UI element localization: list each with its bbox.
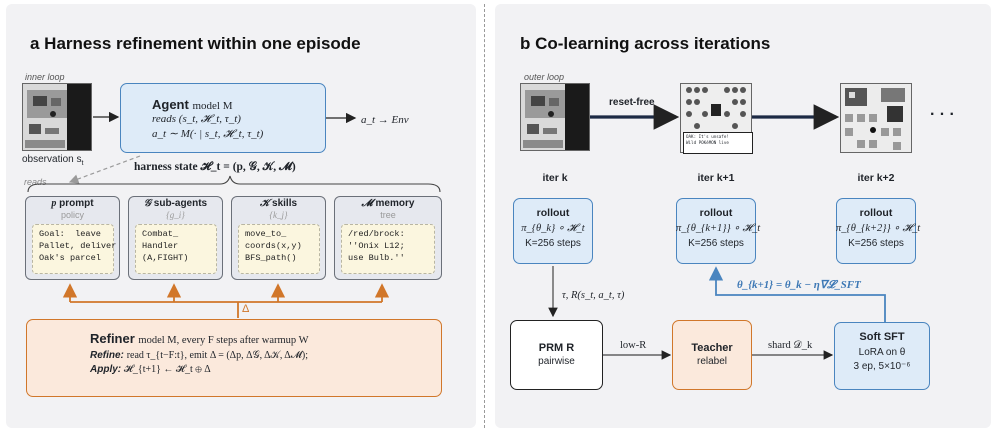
ellipsis: · · · xyxy=(930,106,955,123)
prm-box xyxy=(510,320,603,390)
teacher-sub: relabel xyxy=(696,356,728,367)
refiner-apply-line: Apply: 𝓗_{t+1} ← 𝓗_t ⊕ Δ xyxy=(90,364,211,375)
rollout-policy-k1: π_{θ_{k+1}} ∘ 𝓗_t xyxy=(676,223,761,234)
rollout-policy-k2: π_{θ_{k+2}} ∘ 𝓗_t xyxy=(836,223,921,234)
refiner-title: Refiner model M, every F steps after war… xyxy=(90,331,309,346)
harness-state-label: harness state 𝓗_t = (p, 𝒢, 𝒦, 𝓜) xyxy=(134,161,296,173)
prm-title: PRM R xyxy=(538,342,575,354)
panel-divider xyxy=(484,4,485,428)
slot-subagents-header: 𝒢 sub-agents xyxy=(143,198,208,209)
soft-sft-line2: 3 ep, 5×10⁻⁶ xyxy=(853,361,911,372)
refiner-box xyxy=(26,319,442,397)
slot-subagents-sub: {g_i} xyxy=(166,210,185,220)
slot-prompt-header: p prompt xyxy=(51,198,94,209)
rollout-steps-k2: K=256 steps xyxy=(848,238,904,249)
rollout-policy-k: π_{θ_k} ∘ 𝓗_t xyxy=(521,223,585,234)
agent-title: Agent model M xyxy=(152,97,233,112)
inner-loop-label: inner loop xyxy=(25,72,65,82)
iter-label-k1: iter k+1 xyxy=(697,172,735,184)
reset-free-label: reset-free xyxy=(609,97,655,108)
soft-sft-box xyxy=(834,322,930,390)
rollout-steps-k: K=256 steps xyxy=(525,238,581,249)
rollout-title-k2: rollout xyxy=(859,207,893,219)
prm-sub: pairwise xyxy=(538,356,575,367)
slot-subagents-content: Combat_ Handler (A,FIGHT) xyxy=(135,224,217,274)
panel-b-title: b Co-learning across iterations xyxy=(520,34,771,53)
low-r-label: low-R xyxy=(620,340,647,351)
panel-a-title: a Harness refinement within one episode xyxy=(30,34,361,53)
trajectory-reward-label: τ, R(s_t, a_t, τ) xyxy=(562,290,625,301)
action-output-label: a_t → Env xyxy=(361,114,409,126)
agent-box xyxy=(120,83,326,153)
iter-label-k2: iter k+2 xyxy=(857,172,895,184)
teacher-box xyxy=(672,320,752,390)
iter-label-k: iter k xyxy=(542,172,568,184)
teacher-title: Teacher xyxy=(691,342,733,354)
slot-prompt-content: Goal: leave Pallet, deliver Oak's parcel xyxy=(32,224,116,274)
shard-label: shard 𝒟_k xyxy=(768,340,813,351)
slot-prompt-sub: policy xyxy=(60,210,84,220)
outer-loop-label: outer loop xyxy=(524,72,565,82)
rollout-box-k2 xyxy=(836,198,916,264)
soft-sft-title: Soft SFT xyxy=(859,331,905,343)
rollout-title-k: rollout xyxy=(536,207,570,219)
observation-subscript: t xyxy=(81,160,84,167)
game-screenshot-inner xyxy=(22,83,92,151)
slot-memory-sub: tree xyxy=(380,210,396,220)
game-screenshot-iter-k1: OAK: It's unsafe! Wild POKéMON live xyxy=(680,83,753,154)
screen-dialog-line-2: Wild POKéMON live xyxy=(686,140,729,145)
slot-skills-content: move_to_ coords(x,y) BFS_path() xyxy=(238,224,320,274)
reads-label: reads xyxy=(24,177,47,187)
slot-skills-sub: {k_j} xyxy=(269,210,288,220)
agent-action-line: a_t ∼ M(· | s_t, 𝓗_t, τ_t) xyxy=(152,128,264,140)
refiner-refine-line: Refine: read τ_{t−F:t}, emit Δ = (Δp, Δ𝒢… xyxy=(90,350,309,361)
slot-memory-header: 𝓜 memory xyxy=(361,198,415,209)
slot-memory-content: /red/brock: ''Onix L12; use Bulb.'' xyxy=(341,224,435,274)
delta-label: Δ xyxy=(242,303,250,315)
soft-sft-line1: LoRA on θ xyxy=(858,347,906,358)
game-screenshot-iter-k xyxy=(520,83,590,151)
rollout-steps-k1: K=256 steps xyxy=(688,238,744,249)
update-rule-label: θ_{k+1} = θ_k − η∇𝓛_SFT xyxy=(737,279,861,291)
screen-dialog-line-1: OAK: It's unsafe! xyxy=(686,134,729,139)
slot-skills-header: 𝒦 skills xyxy=(259,198,298,209)
observation-label: observation st xyxy=(22,154,84,167)
game-screenshot-iter-k2 xyxy=(840,83,912,153)
screen-dialog-box: OAK: It's unsafe! Wild POKéMON live xyxy=(683,132,753,154)
agent-reads-line: reads (s_t, 𝓗_t, τ_t) xyxy=(152,113,241,125)
rollout-box-k xyxy=(513,198,593,264)
rollout-title-k1: rollout xyxy=(699,207,733,219)
panel-a-connectors xyxy=(27,111,441,318)
rollout-box-k1 xyxy=(676,198,756,264)
